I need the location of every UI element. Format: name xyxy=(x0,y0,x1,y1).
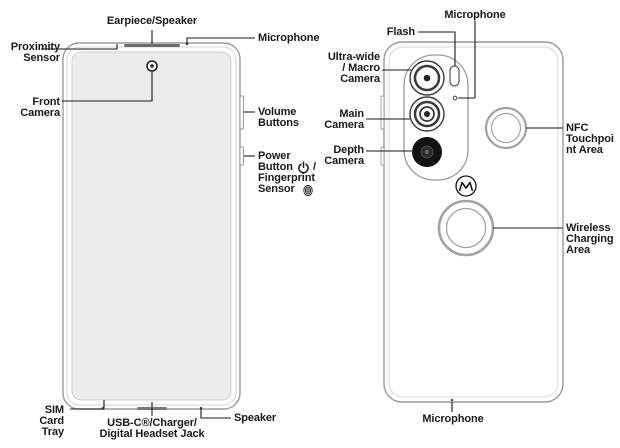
label-microphone-top: Microphone xyxy=(444,9,506,21)
label-front-microphone: Microphone xyxy=(258,32,320,44)
front-camera-icon xyxy=(146,60,158,72)
label-sim: SIM Card Tray xyxy=(39,404,64,438)
leader-flash xyxy=(418,31,456,66)
label-front-camera: Front Camera xyxy=(20,96,60,119)
leader-speaker xyxy=(200,408,231,419)
power-icon xyxy=(298,161,309,174)
label-wireless: Wireless Charging Area xyxy=(566,222,614,256)
leader-proximity xyxy=(41,44,118,50)
back-side-button-2 xyxy=(380,146,385,166)
front-screen xyxy=(71,51,232,401)
earpiece-slot xyxy=(124,44,180,47)
nfc-area xyxy=(484,106,528,150)
label-microphone-bottom: Microphone xyxy=(422,413,484,425)
volume-buttons xyxy=(239,95,244,130)
label-main-camera: Main Camera xyxy=(324,108,364,131)
label-power: Power Button xyxy=(258,150,293,173)
power-button xyxy=(239,146,244,166)
label-nfc: NFC Touchpoi nt Area xyxy=(566,122,614,156)
main-camera-lens xyxy=(409,96,445,132)
label-speaker: Speaker xyxy=(234,412,277,424)
label-flash: Flash xyxy=(386,26,415,38)
label-volume: Volume Buttons xyxy=(258,106,299,129)
ultrawide-camera-lens xyxy=(409,60,445,96)
leader-lines xyxy=(41,21,563,419)
label-proximity: Proximity Sensor xyxy=(10,41,60,64)
motorola-logo xyxy=(455,175,477,197)
wireless-charging-area xyxy=(437,199,495,257)
label-earpiece: Earpiece/Speaker xyxy=(106,15,198,27)
label-depth-camera: Depth Camera xyxy=(324,144,364,167)
label-usb: USB-C®/Charger/ Digital Headset Jack xyxy=(99,417,205,440)
depth-camera-lens xyxy=(412,137,442,167)
label-fingerprint: / Fingerprint Sensor xyxy=(258,161,316,195)
back-phone-inner-rim xyxy=(388,46,559,398)
back-side-button-1 xyxy=(380,95,385,130)
bottom-microphone-hole xyxy=(450,398,454,402)
rear-microphone-hole xyxy=(452,95,458,101)
back-view xyxy=(380,41,564,403)
fingerprint-icon xyxy=(303,185,313,196)
label-ultrawide: Ultra-wide / Macro Camera xyxy=(327,51,380,85)
leader-front-camera xyxy=(62,72,153,102)
flash-unit xyxy=(449,65,460,87)
front-view xyxy=(62,42,244,410)
leader-front-microphone xyxy=(186,37,255,44)
